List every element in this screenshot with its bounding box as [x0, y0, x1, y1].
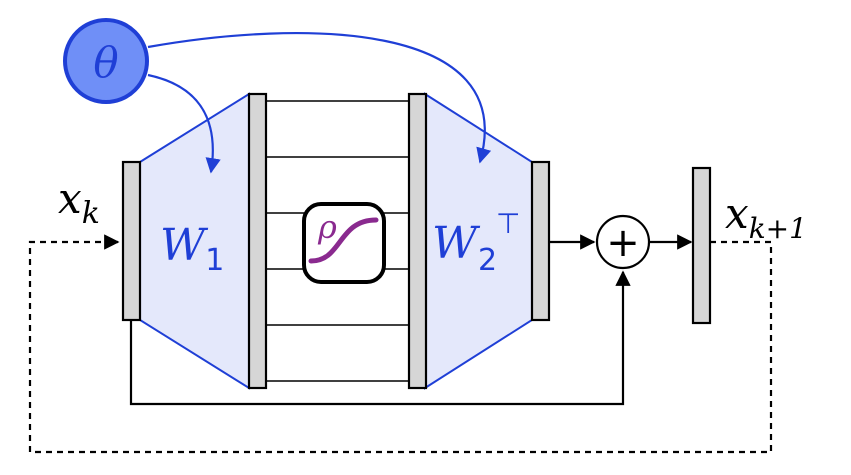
activation-box — [302, 202, 386, 284]
input-label: xk — [58, 174, 100, 231]
w2-transpose: ⊤ — [496, 207, 520, 240]
w2-output-bar — [530, 160, 551, 322]
output-label: xk+1 — [725, 189, 807, 245]
theta-to-w1-arrow — [147, 73, 221, 174]
theta-to-w2-arrow — [147, 31, 492, 164]
theta-node — [63, 18, 149, 104]
skip-connection — [129, 270, 631, 406]
w2-label: W — [432, 218, 481, 269]
plus-symbol: + — [606, 220, 640, 266]
sum-node — [595, 214, 651, 270]
output-layer-bar — [691, 166, 712, 325]
w1-label: W1 — [160, 220, 224, 278]
theta-label: θ — [93, 38, 118, 87]
hidden-layer-bar-left — [247, 92, 268, 390]
w2-subscript: 2 — [478, 243, 497, 278]
activation-label: ρ — [317, 208, 337, 246]
hidden-layer-bar-right — [407, 92, 428, 390]
recurrent-dashed-loop — [28, 234, 773, 454]
sigmoid-curve-icon — [308, 217, 379, 264]
input-layer-bar — [121, 160, 142, 322]
